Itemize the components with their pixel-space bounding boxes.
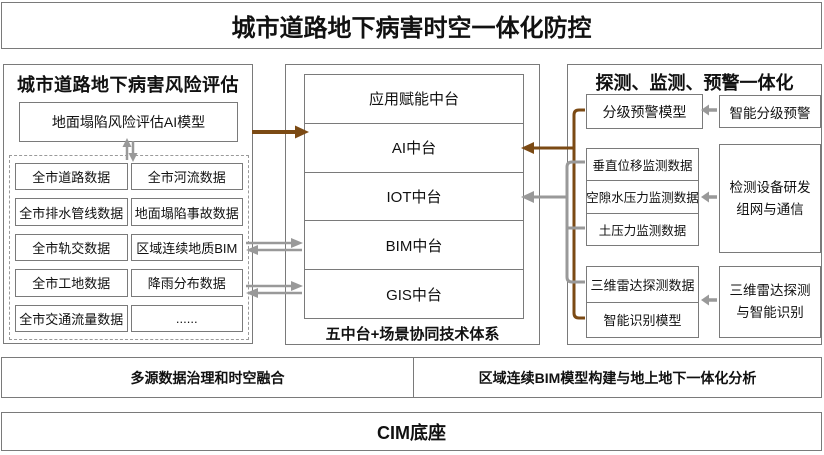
grid-cell-traffic-flow-data: 全市交通流量数据 [15, 304, 128, 332]
grid-cell-rainfall-data: 降雨分布数据 [130, 269, 243, 297]
radar-recognition-box: 三维雷达探测 与智能识别 [719, 266, 821, 338]
platform-stack: 应用赋能中台 AI中台 IOT中台 BIM中台 GIS中台 [304, 74, 524, 319]
vertical-displacement-data: 垂直位移监测数据 [592, 159, 693, 174]
detection-device-box: 检测设备研发 组网与通信 [719, 144, 821, 253]
layer-gis-platform: GIS中台 [305, 269, 523, 318]
data-governance-cell: 多源数据治理和时空融合 [130, 369, 285, 386]
layer-ai-platform: AI中台 [305, 122, 523, 172]
device-box-line2: 组网与通信 [736, 201, 804, 217]
radar-data-stack: 三维雷达探测数据 智能识别模型 [586, 266, 699, 338]
cim-base-bar: CIM底座 [1, 412, 822, 451]
grid-cell-rail-transit-data: 全市轨交数据 [15, 233, 128, 262]
smart-warning-box: 智能分级预警 [719, 95, 821, 128]
risk-assessment-panel: 城市道路地下病害风险评估 地面塌陷风险评估AI模型 全市道路数据 全市河流数据 … [3, 64, 253, 344]
device-box-line1: 检测设备研发 [729, 179, 811, 195]
layer-iot-platform: IOT中台 [305, 171, 523, 221]
monitoring-data-stack: 垂直位移监测数据 空隙水压力监测数据 土压力监测数据 [586, 148, 699, 246]
intelligent-recognition-model: 智能识别模型 [587, 301, 698, 338]
radar-box-line2: 与智能识别 [736, 305, 804, 320]
layer-application-platform: 应用赋能中台 [368, 91, 459, 109]
grid-cell-collapse-accident-data: 地面塌陷事故数据 [130, 198, 243, 226]
ai-model-box: 地面塌陷风险评估AI模型 [19, 102, 238, 142]
foundation-bar: 多源数据治理和时空融合 区域连续BIM模型构建与地上地下一体化分析 [1, 357, 822, 398]
platform-panel: 应用赋能中台 AI中台 IOT中台 BIM中台 GIS中台 五中台+场景协同技术… [285, 64, 540, 345]
grid-cell-road-data: 全市道路数据 [15, 163, 128, 191]
city-data-grid: 全市道路数据 全市河流数据 全市排水管线数据 地面塌陷事故数据 全市轨交数据 区… [15, 163, 243, 332]
layer-bim-platform: BIM中台 [305, 220, 523, 269]
detection-title: 探测、监测、预警一体化 [595, 73, 794, 93]
detection-panel: 探测、监测、预警一体化 分级预警模型 智能分级预警 垂直位移监测数据 空隙水压力… [567, 64, 822, 345]
radar-box-line1: 三维雷达探测 [729, 283, 811, 299]
page-title: 城市道路地下病害时空一体化防控 [1, 2, 822, 49]
grid-cell-river-data: 全市河流数据 [130, 163, 243, 191]
city-data-group: 全市道路数据 全市河流数据 全市排水管线数据 地面塌陷事故数据 全市轨交数据 区… [9, 155, 249, 340]
bim-analysis-cell: 区域连续BIM模型构建与地上地下一体化分析 [413, 358, 821, 397]
grid-cell-construction-site-data: 全市工地数据 [15, 269, 128, 297]
warning-model-box: 分级预警模型 [586, 94, 703, 129]
grid-cell-ellipsis: ...... [130, 304, 243, 332]
risk-assessment-title: 城市道路地下病害风险评估 [17, 75, 239, 95]
platform-caption: 五中台+场景协同技术体系 [325, 326, 500, 343]
radar-detection-data: 三维雷达探测数据 [590, 277, 695, 293]
earth-pressure-data: 土压力监测数据 [587, 212, 698, 245]
grid-cell-geology-bim: 区域连续地质BIM [130, 233, 243, 262]
grid-cell-drainage-data: 全市排水管线数据 [15, 198, 128, 226]
pore-water-pressure-data: 空隙水压力监测数据 [586, 180, 699, 212]
